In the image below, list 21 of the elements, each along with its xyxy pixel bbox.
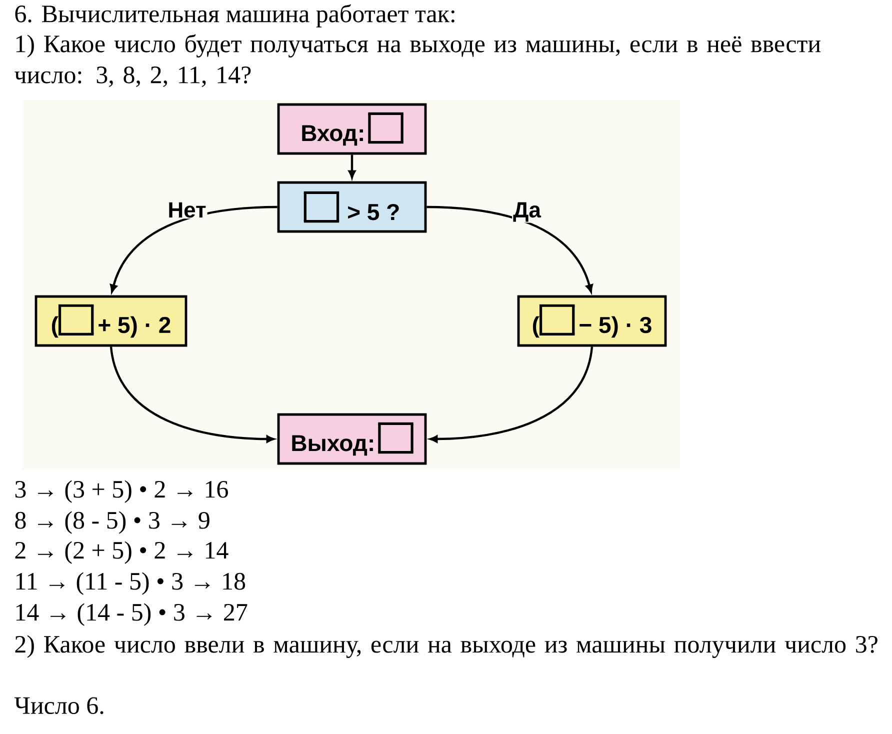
output-box: Выход: xyxy=(277,413,427,465)
answer-text: Число 6. xyxy=(14,697,104,714)
arrow xyxy=(348,154,356,178)
answer-line: 11 → (11 - 5) • 3 → 18 xyxy=(16,572,246,595)
question-text: 1) Какое число будет получаться на выходе из машины, если в неё ввести число: 3, 8, 2, 11, 14? xyxy=(14,34,820,87)
title: 6. Вычислительная машина работает так: xyxy=(15,4,454,28)
answer-line: 2 → (2 + 5) • 2 → 14 xyxy=(15,541,228,564)
formula-box: ( + 5) · 2 xyxy=(34,295,188,347)
arrow xyxy=(430,346,594,443)
answer-line: 8 → (8 - 5) • 3 → 9 xyxy=(15,511,210,534)
edge-label: Нет xyxy=(166,201,208,219)
arrow xyxy=(426,206,593,292)
arrow xyxy=(110,206,278,292)
answer-line: 3 → (3 + 5) • 2 → 16 xyxy=(15,480,228,503)
input-box: Вход: xyxy=(277,103,427,155)
arrow xyxy=(110,346,274,443)
answer-line: 14 → (14 - 5) • 3 → 27 xyxy=(16,603,248,626)
question-text: 2) Какое число ввели в машину, если на выходе из машины получили число 3? xyxy=(15,635,878,658)
condition-box: > 5 ? xyxy=(277,181,427,233)
edge-label: Да xyxy=(512,201,542,223)
formula-box: ( − 5) · 3 xyxy=(517,295,667,347)
